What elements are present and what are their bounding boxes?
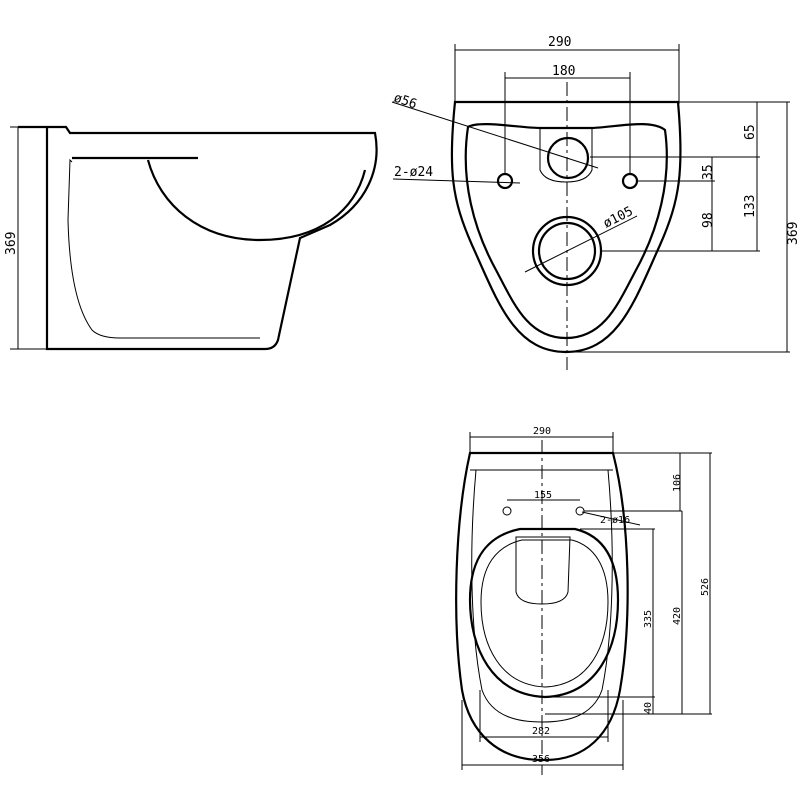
back-view-waste-recess <box>539 128 593 183</box>
top-dim-106-label: 106 <box>672 474 683 492</box>
side-view-inner-contour <box>67 158 260 339</box>
top-dim-40-label: 40 <box>643 702 654 714</box>
back-dim-35-label: 35 <box>701 164 716 180</box>
back-dim-98-label: 98 <box>701 212 716 228</box>
back-height-label: 369 <box>786 222 800 245</box>
top-dim-420-label: 420 <box>672 607 683 625</box>
top-width-label: 290 <box>533 426 551 437</box>
hinge-spacing-label: 155 <box>534 490 552 501</box>
top-view-outline <box>455 451 629 762</box>
waste-diameter-label: ø56 <box>392 91 419 113</box>
side-height-label: 369 <box>4 232 19 255</box>
outlet-diameter-label: ø105 <box>601 204 636 232</box>
top-view: 290 155 2-ø16 106 420 335 40 526 282 <box>455 426 712 775</box>
waste-opening <box>546 136 590 180</box>
bolt-holes-label: 2-ø24 <box>394 165 433 180</box>
top-length-label: 526 <box>700 578 711 596</box>
bolt-hole-left <box>496 172 514 190</box>
bolt-hole-right <box>621 172 639 190</box>
back-dim-65-label: 65 <box>743 124 758 140</box>
hinge-hole-right <box>575 506 585 516</box>
side-view: 369 <box>4 125 378 351</box>
hinge-holes-leader <box>581 511 641 526</box>
base-width-label: 356 <box>532 754 550 765</box>
inner-width-label: 282 <box>532 726 550 737</box>
side-view-outline <box>18 125 378 351</box>
outlet-diameter-leader <box>524 215 638 273</box>
seat-outer <box>468 527 620 699</box>
seat-opening <box>515 536 571 605</box>
back-dim-133-label: 133 <box>743 195 758 218</box>
bolt-spacing-label: 180 <box>552 64 575 79</box>
side-view-bowl <box>146 159 367 242</box>
seat-inner <box>480 539 609 688</box>
back-view-inner-contour <box>464 123 668 340</box>
back-view: 290 180 ø56 2-ø24 ø105 35 98 65 133 369 <box>392 35 800 370</box>
hinge-hole-left <box>502 506 512 516</box>
top-dim-335-label: 335 <box>643 610 654 628</box>
bolt-holes-leader <box>392 178 521 184</box>
outlet-opening-inner <box>537 221 597 281</box>
hinge-holes-label: 2-ø16 <box>600 515 630 526</box>
back-view-outline <box>450 100 682 354</box>
back-width-label: 290 <box>548 35 571 50</box>
waste-diameter-leader <box>391 101 599 169</box>
